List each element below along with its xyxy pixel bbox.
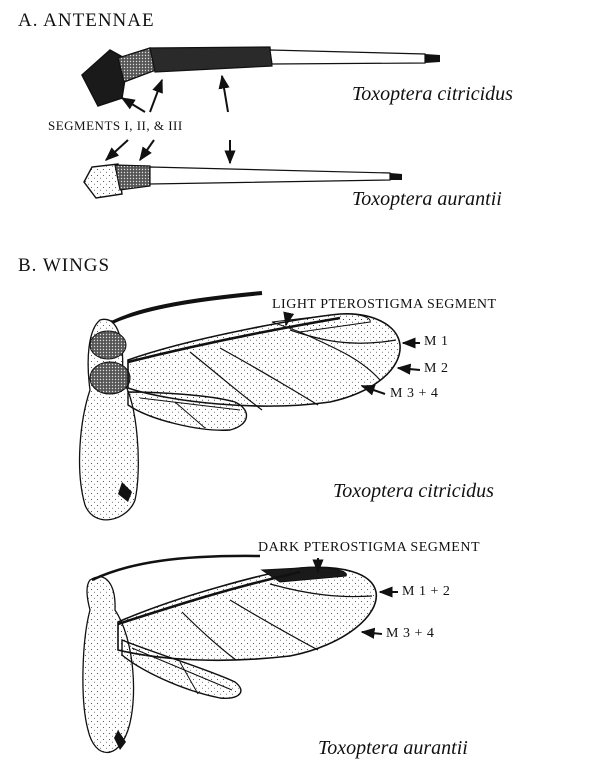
wing-species-citricidus: Toxoptera citricidus bbox=[333, 480, 494, 503]
aphid-body-aurantii bbox=[83, 577, 134, 753]
light-pterostigma-label: LIGHT PTEROSTIGMA SEGMENT bbox=[272, 297, 497, 313]
vein-label-m3-4-citricidus: M 3 + 4 bbox=[390, 386, 438, 402]
vein-label-m3-4-aurantii: M 3 + 4 bbox=[386, 626, 434, 642]
antenna-wing-aurantii bbox=[92, 556, 260, 580]
antenna-species-top: Toxoptera citricidus bbox=[352, 83, 513, 106]
vein-label-m1: M 1 bbox=[424, 334, 448, 350]
antenna-segment-3-citricidus bbox=[150, 47, 272, 72]
vein-label-m1-2: M 1 + 2 bbox=[402, 584, 450, 600]
antenna-flagellum-citricidus bbox=[270, 50, 425, 64]
section-b-title: B. WINGS bbox=[18, 255, 110, 277]
vein-label-m2: M 2 bbox=[424, 361, 448, 377]
segments-label: SEGMENTS I, II, & III bbox=[48, 118, 183, 134]
forewing-aurantii bbox=[118, 567, 376, 660]
antenna-species-bottom: Toxoptera aurantii bbox=[352, 188, 502, 211]
antenna-wing-citricidus bbox=[112, 293, 262, 322]
antenna-flagellum-aurantii bbox=[150, 167, 390, 184]
wing-species-aurantii: Toxoptera aurantii bbox=[318, 737, 468, 760]
section-a-title: A. ANTENNAE bbox=[18, 10, 155, 32]
antenna-segment-2-aurantii bbox=[115, 165, 150, 190]
antenna-segment-2-citricidus bbox=[118, 48, 156, 82]
dark-pterostigma-label: DARK PTEROSTIGMA SEGMENT bbox=[258, 540, 480, 556]
aphid-body-citricidus bbox=[80, 319, 139, 519]
